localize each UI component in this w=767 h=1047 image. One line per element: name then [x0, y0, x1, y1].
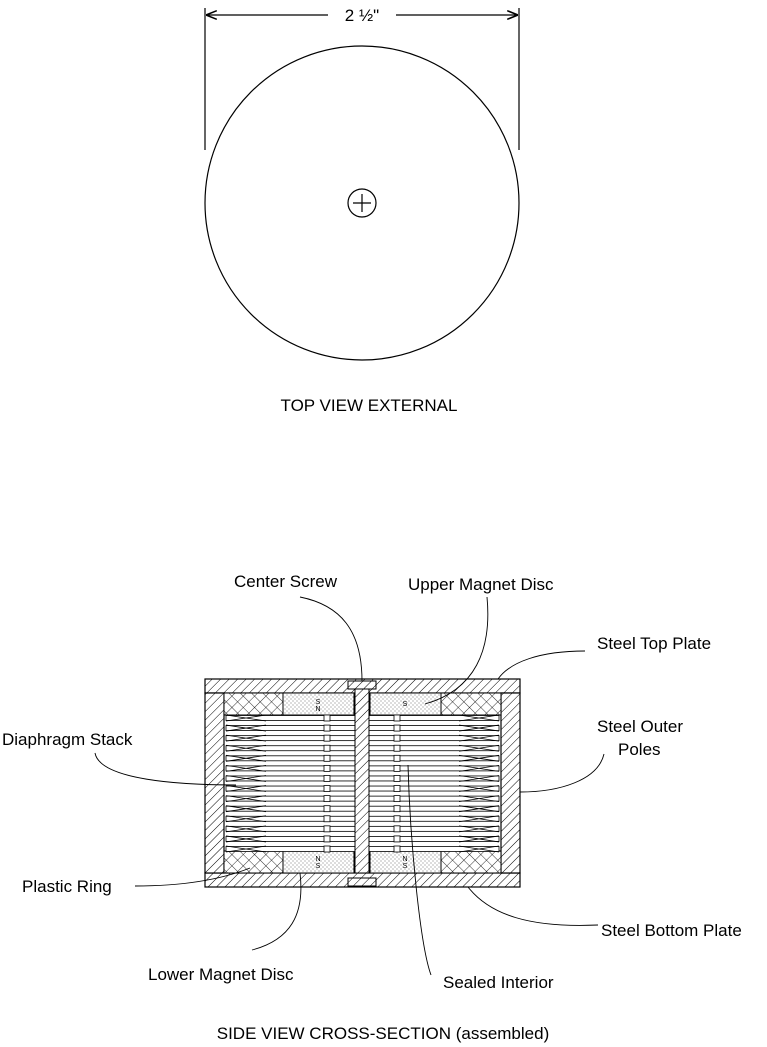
svg-text:N: N: [402, 856, 407, 863]
top-view: 2 ½" TOP VIEW EXTERNAL: [204, 6, 520, 415]
pole-marks: S N S N S N S: [315, 699, 407, 870]
label-steel-top-plate: Steel Top Plate: [597, 634, 711, 653]
steel-outer-pole-right: [500, 692, 521, 874]
center-screw-symbol: [347, 188, 377, 218]
svg-text:N: N: [315, 706, 320, 713]
side-view: S N S N S N S Center S: [2, 572, 742, 1043]
label-steel-bottom-plate: Steel Bottom Plate: [601, 921, 742, 940]
svg-text:S: S: [316, 863, 321, 870]
lower-magnet-disc: [282, 850, 442, 874]
leader-lines: [94, 596, 605, 976]
label-plastic-ring: Plastic Ring: [22, 877, 112, 896]
svg-text:N: N: [315, 856, 320, 863]
label-diaphragm-stack: Diaphragm Stack: [2, 730, 133, 749]
label-steel-outer-poles-2: Poles: [618, 740, 661, 759]
center-screw: [347, 680, 377, 887]
upper-magnet-disc: [282, 692, 442, 716]
label-upper-magnet-disc: Upper Magnet Disc: [408, 575, 554, 594]
steel-outer-pole-left: [204, 692, 225, 874]
dimension-label: 2 ½": [345, 6, 379, 25]
label-steel-outer-poles-1: Steel Outer: [597, 717, 683, 736]
label-lower-magnet-disc: Lower Magnet Disc: [148, 965, 294, 984]
outer-circle: [204, 45, 520, 361]
svg-text:S: S: [316, 699, 321, 706]
svg-text:S: S: [403, 701, 408, 708]
side-view-caption: SIDE VIEW CROSS-SECTION (assembled): [217, 1024, 550, 1043]
dimension-line: 2 ½": [204, 6, 520, 150]
label-center-screw: Center Screw: [234, 572, 338, 591]
top-view-caption: TOP VIEW EXTERNAL: [281, 396, 458, 415]
svg-text:S: S: [403, 863, 408, 870]
label-sealed-interior: Sealed Interior: [443, 973, 554, 992]
